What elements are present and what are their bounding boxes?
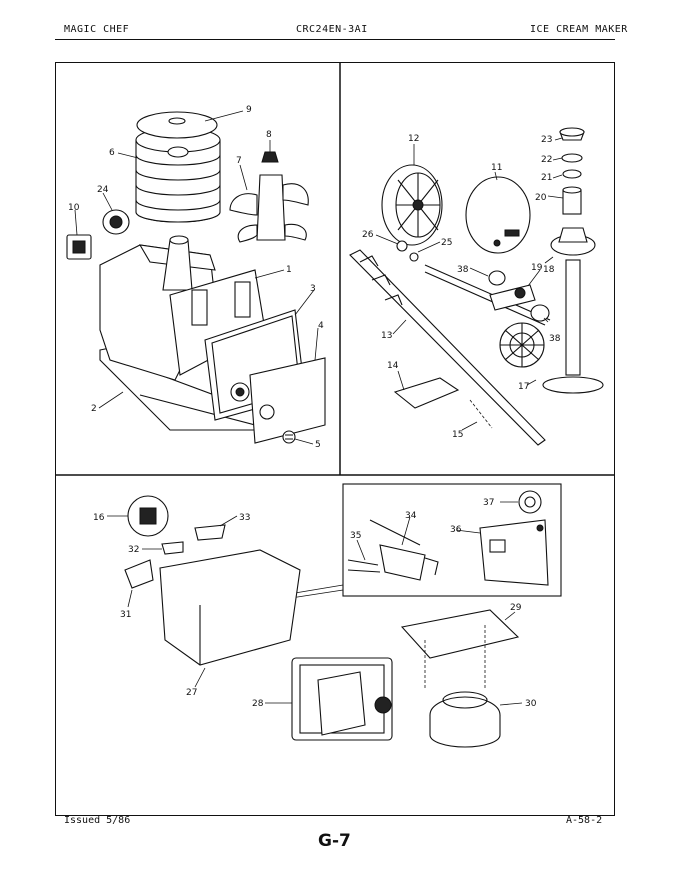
callouts-panel-2: 12 11 23 22 21 20 26 25 19 38 18 38 13 1… xyxy=(362,134,561,440)
callout-18: 18 xyxy=(543,265,555,275)
ring-part xyxy=(488,270,506,286)
callout-20: 20 xyxy=(535,193,547,203)
spring-part xyxy=(469,399,493,429)
callout-29: 29 xyxy=(510,603,522,613)
footer-ref: A-58-2 xyxy=(566,815,603,826)
mounting-bracket-part xyxy=(159,549,301,666)
lever-part xyxy=(194,524,226,541)
actuator-part xyxy=(161,541,184,555)
callout-6: 6 xyxy=(109,148,115,158)
callout-33: 33 xyxy=(239,513,250,523)
callout-5: 5 xyxy=(315,440,321,450)
screw-part xyxy=(347,559,379,566)
washer-small-part xyxy=(409,252,419,262)
header-rule xyxy=(55,39,615,40)
callout-19: 19 xyxy=(531,263,543,273)
callout-31: 31 xyxy=(120,610,131,620)
callout-9: 9 xyxy=(246,105,252,115)
dasher-part xyxy=(256,174,286,241)
callout-24: 24 xyxy=(97,185,109,195)
clip-part xyxy=(561,153,583,163)
callout-17: 17 xyxy=(518,382,529,392)
screw-part-2 xyxy=(347,569,381,573)
switch-bracket-part xyxy=(479,519,549,586)
header-section: ICE CREAM MAKER xyxy=(530,24,628,35)
callout-10: 10 xyxy=(68,203,80,213)
access-plate-part xyxy=(249,357,326,444)
clamp-part xyxy=(489,284,536,311)
callout-15: 15 xyxy=(452,430,463,440)
callout-16: 16 xyxy=(93,513,105,523)
callout-13: 13 xyxy=(381,331,392,341)
bracket-part xyxy=(393,377,460,409)
callout-1: 1 xyxy=(286,265,292,275)
callout-26: 26 xyxy=(362,230,374,240)
panel-motor-switch xyxy=(107,483,562,748)
callout-32: 32 xyxy=(128,545,139,555)
sleeve-part xyxy=(562,189,582,215)
callout-38: 38 xyxy=(457,265,469,275)
callout-37: 37 xyxy=(483,498,494,508)
dasher-shaft-part xyxy=(162,239,193,291)
callout-34: 34 xyxy=(405,511,417,521)
cam-part xyxy=(518,490,542,514)
callout-2: 2 xyxy=(91,404,97,414)
washer-part xyxy=(562,169,582,179)
callout-38-lower: 38 xyxy=(549,334,561,344)
header-model: CRC24EN-3AI xyxy=(296,24,368,35)
ring-part-lower xyxy=(530,304,550,322)
blade-shaft-part xyxy=(349,249,546,446)
gear-plate-part xyxy=(400,609,520,659)
callout-11: 11 xyxy=(491,163,502,173)
callout-23: 23 xyxy=(541,135,552,145)
callouts-panel-1: 9 8 6 7 24 10 1 3 4 2 5 xyxy=(68,105,324,450)
callout-14: 14 xyxy=(387,361,399,371)
callout-4: 4 xyxy=(318,321,324,331)
knob-part xyxy=(282,430,296,444)
callout-30: 30 xyxy=(525,699,537,709)
panel-housing-assembly xyxy=(66,110,326,445)
diagram-frame xyxy=(55,62,615,816)
footer-issued: Issued 5/86 xyxy=(64,815,131,826)
micro-switch-part xyxy=(379,544,426,581)
callout-8: 8 xyxy=(266,130,272,140)
callout-27: 27 xyxy=(186,688,197,698)
callout-36: 36 xyxy=(450,525,462,535)
bushing-small-part xyxy=(396,240,408,252)
callout-28: 28 xyxy=(252,699,264,709)
callout-22: 22 xyxy=(541,155,552,165)
callouts-panel-3: 16 33 32 31 27 28 29 30 34 36 37 35 xyxy=(93,498,537,709)
panel-drive-assembly xyxy=(349,127,604,446)
lid-part xyxy=(136,111,218,139)
callout-21: 21 xyxy=(541,173,552,183)
page-number: G-7 xyxy=(318,831,351,851)
callout-3: 3 xyxy=(310,284,316,294)
callout-35: 35 xyxy=(350,531,361,541)
thermostat-part xyxy=(124,559,154,589)
callout-25: 25 xyxy=(441,238,452,248)
callout-12: 12 xyxy=(408,134,419,144)
callout-7: 7 xyxy=(236,156,242,166)
header-brand: MAGIC CHEF xyxy=(64,24,130,35)
small-gear-part xyxy=(261,151,279,163)
